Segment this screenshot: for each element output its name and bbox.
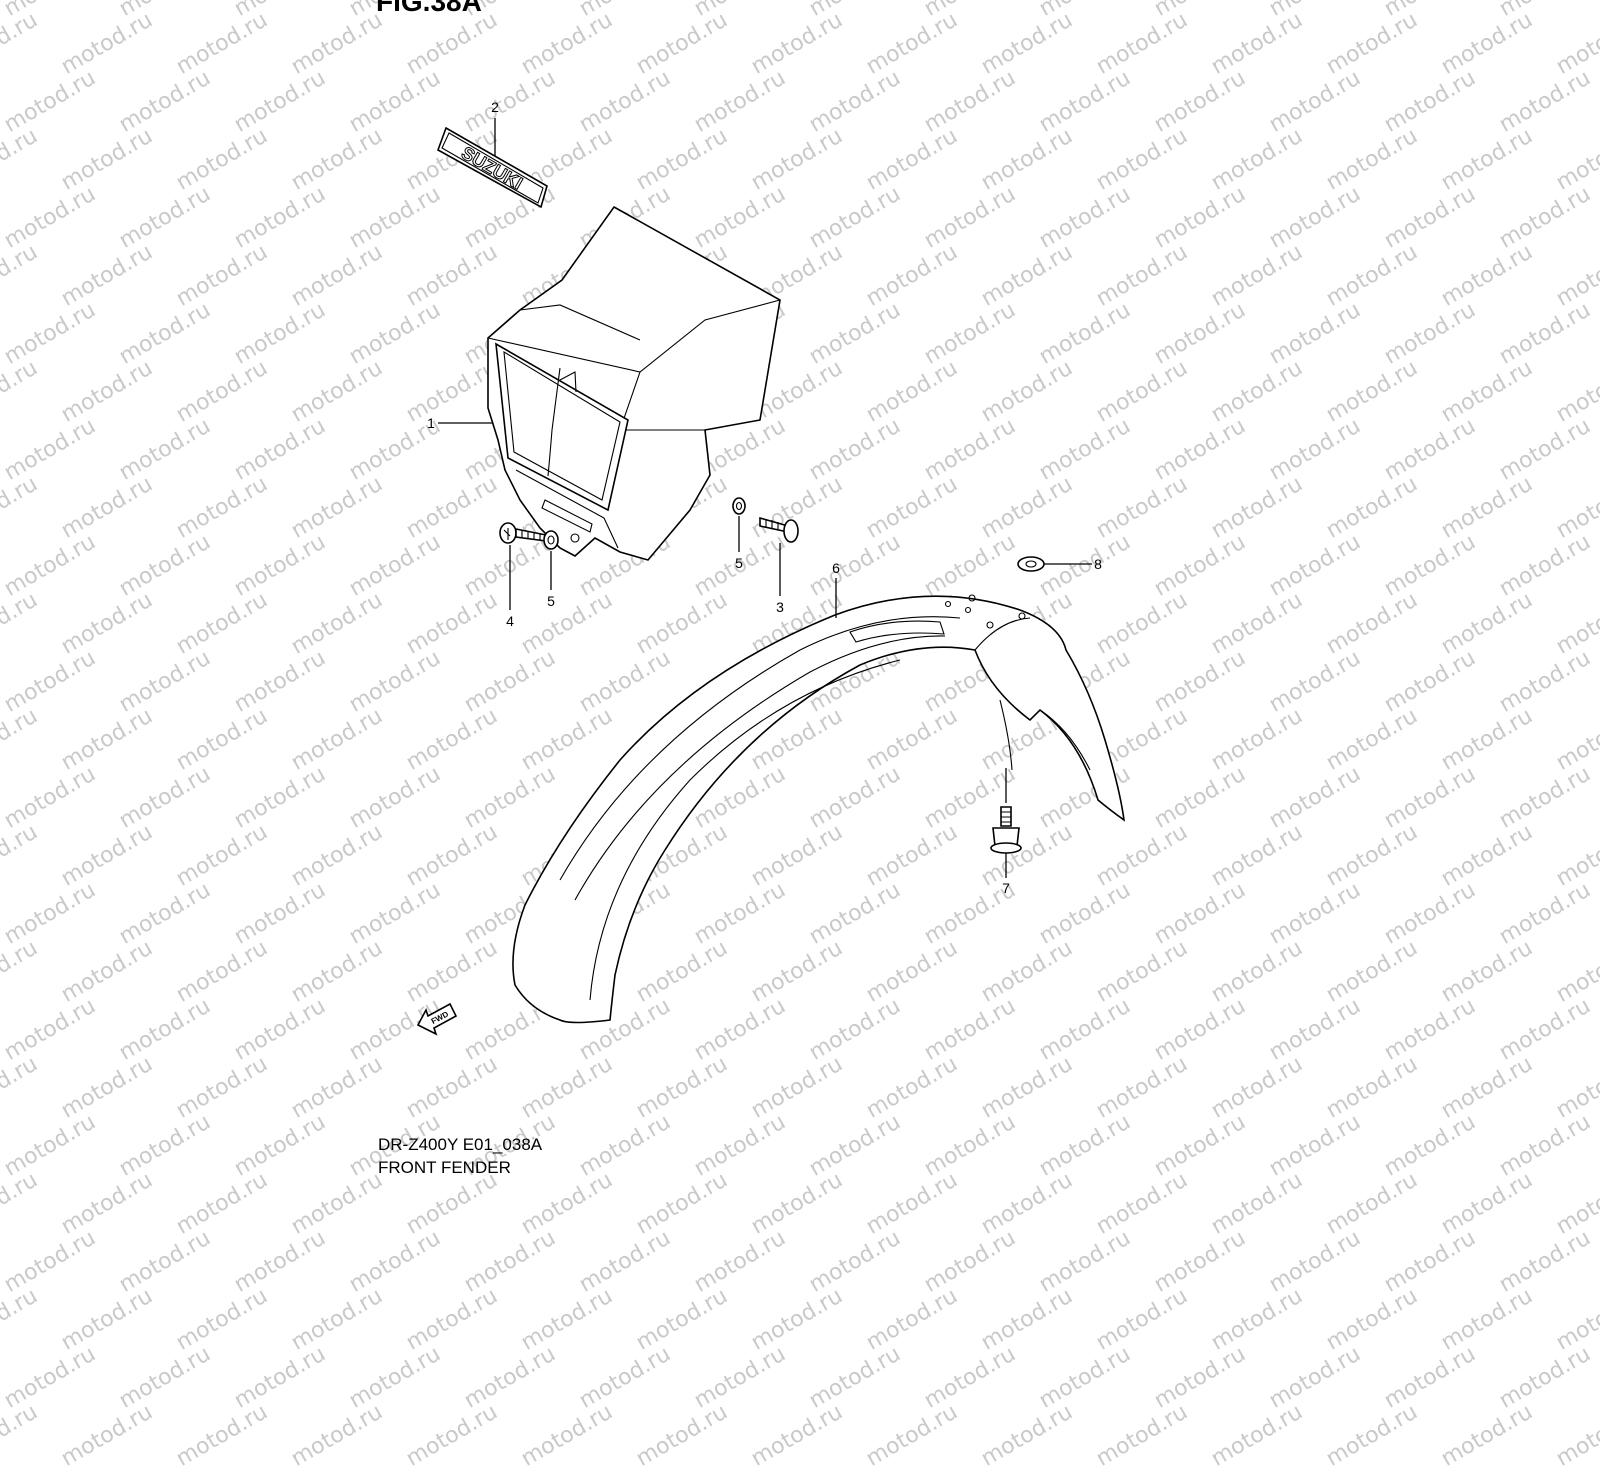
- watermark-text: motod.ru: [1322, 1283, 1422, 1356]
- watermark-text: motod.ru: [0, 1225, 100, 1298]
- watermark-text: motod.ru: [1552, 1399, 1600, 1472]
- callout-1: 1: [427, 415, 435, 431]
- watermark-text: motod.ru: [1552, 1283, 1600, 1356]
- watermark-text: motod.ru: [1035, 1225, 1135, 1298]
- watermark-text: motod.ru: [0, 1399, 42, 1472]
- caption-model-code: DR-Z400Y E01_038A: [378, 1135, 543, 1154]
- watermark-text: motod.ru: [172, 1399, 272, 1472]
- watermark-text: motod.ru: [0, 1341, 100, 1414]
- callout-5-left: 5: [547, 593, 555, 609]
- washer-5-right: [732, 497, 746, 515]
- front-fender: [512, 594, 1126, 1024]
- watermark-text: motod.ru: [632, 1399, 732, 1472]
- watermark-text: motod.ru: [287, 1283, 387, 1356]
- watermark-text: motod.ru: [690, 1225, 790, 1298]
- watermark-text: motod.ru: [517, 1399, 617, 1472]
- watermark-text: motod.ru: [747, 1283, 847, 1356]
- watermark-text: motod.ru: [977, 1399, 1077, 1472]
- watermark-text: motod.ru: [172, 1283, 272, 1356]
- callout-numbers: 2 1 4 5 5 3 6 8 7: [427, 99, 1102, 896]
- washer-5-left: [543, 530, 559, 550]
- nut-8: [1017, 556, 1045, 572]
- watermark-text: motod.ru: [460, 1225, 560, 1298]
- watermark-text: motod.ru: [1380, 1225, 1480, 1298]
- watermark-text: motod.ru: [862, 1399, 962, 1472]
- watermark-text: motod.ru: [402, 1399, 502, 1472]
- watermark-text: motod.ru: [575, 1341, 675, 1414]
- watermark-text: motod.ru: [287, 1399, 387, 1472]
- watermark-text: motod.ru: [0, 1283, 42, 1356]
- watermark-text: motod.ru: [805, 1341, 905, 1414]
- callout-5-right: 5: [735, 555, 743, 571]
- watermark-text: motod.ru: [230, 1341, 330, 1414]
- bolt-4: [499, 522, 547, 544]
- callout-6: 6: [832, 560, 840, 576]
- watermark-text: motod.ru: [977, 1283, 1077, 1356]
- watermark-text: motod.ru: [920, 1341, 1020, 1414]
- watermark-text: motod.ru: [1150, 1341, 1250, 1414]
- forward-direction-arrow: FWD: [416, 1002, 458, 1036]
- callout-8: 8: [1094, 556, 1102, 572]
- watermark-text: motod.ru: [115, 1225, 215, 1298]
- watermark-text: motod.ru: [1035, 1341, 1135, 1414]
- suzuki-emblem: SUZUKI: [437, 126, 548, 209]
- figure-title: FIG.38A: [376, 0, 482, 17]
- watermark-text: motod.ru: [862, 1283, 962, 1356]
- exploded-view-drawing: SUZUKI: [416, 99, 1126, 1036]
- watermark-text: motod.ru: [345, 1341, 445, 1414]
- watermark-text: motod.ru: [805, 1225, 905, 1298]
- watermark-text: motod.ru: [1092, 1399, 1192, 1472]
- headlight-cover: [487, 205, 781, 561]
- watermark-text: motod.ru: [747, 1399, 847, 1472]
- caption-section-name: FRONT FENDER: [378, 1158, 511, 1177]
- watermark-text: motod.ru: [345, 1225, 445, 1298]
- callout-4: 4: [506, 613, 514, 629]
- watermark-text: motod.ru: [517, 1283, 617, 1356]
- watermark-text: motod.ru: [1207, 1283, 1307, 1356]
- watermark-text: motod.ru: [402, 1283, 502, 1356]
- watermark-text: motod.ru: [230, 1225, 330, 1298]
- watermark-text: motod.ru: [632, 1283, 732, 1356]
- callout-7: 7: [1002, 880, 1010, 896]
- watermark-text: motod.ru: [57, 1399, 157, 1472]
- watermark-text: motod.ru: [1495, 1225, 1595, 1298]
- watermark-text: motod.ru: [1265, 1341, 1365, 1414]
- watermark-text: motod.ru: [1150, 1225, 1250, 1298]
- watermark-text: motod.ru: [1265, 1225, 1365, 1298]
- bolt-7: [990, 806, 1022, 854]
- callout-3: 3: [776, 599, 784, 615]
- watermark-text: motod.ru: [920, 1225, 1020, 1298]
- callout-2: 2: [491, 99, 499, 115]
- bolt-3: [759, 516, 799, 543]
- watermark-text: motod.ru: [1437, 1399, 1537, 1472]
- watermark-text: motod.ru: [57, 1283, 157, 1356]
- watermark-text: motod.ru: [690, 1341, 790, 1414]
- leader-lines: [438, 118, 1092, 878]
- watermark-text: motod.ru: [1322, 1399, 1422, 1472]
- watermark-text: motod.ru: [1092, 1283, 1192, 1356]
- watermark-text: motod.ru: [1495, 1341, 1595, 1414]
- watermark-text: motod.ru: [1437, 1283, 1537, 1356]
- watermark-text: motod.ru: [575, 1225, 675, 1298]
- watermark-text: motod.ru: [460, 1341, 560, 1414]
- watermark-text: motod.ru: [1380, 1341, 1480, 1414]
- watermark-text: motod.ru: [115, 1341, 215, 1414]
- watermark-text: motod.ru: [1207, 1399, 1307, 1472]
